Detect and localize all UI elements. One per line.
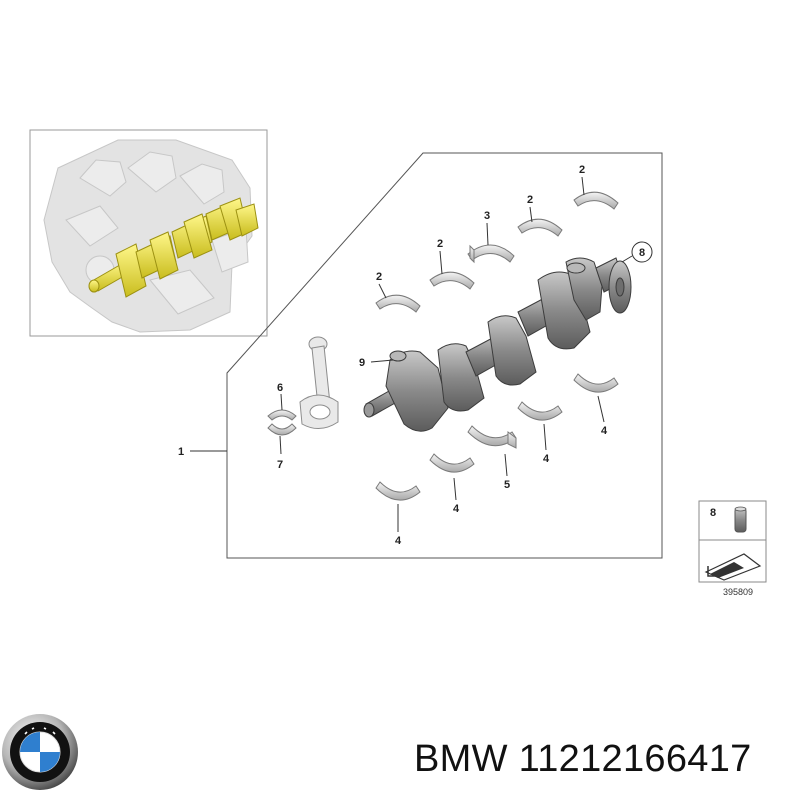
crank-web [385,350,449,432]
callout-2: 2 [437,238,443,250]
highlighted-crankshaft [88,197,259,298]
connecting-rod [299,336,339,429]
bearing-shell-upper [517,218,563,237]
callout-5: 5 [504,479,510,491]
crankshaft [363,257,632,432]
engine-overview-inset [29,129,268,337]
dowel-pin-icon [734,506,747,533]
callout-leader-9 [370,359,394,363]
callout-3: 3 [484,210,490,222]
thrust-bearing-lower [467,425,517,447]
crank-web [565,257,603,321]
callout-2: 2 [579,164,585,176]
callout-7: 7 [277,459,283,471]
drawing-number: 395809 [723,587,753,597]
bearing-shell-lower [375,481,421,501]
lower-bearing-leaders [397,395,605,532]
bearing-shell-lower [517,401,563,421]
thrust-bearing-lower [507,431,517,449]
callout-leader-6 [280,393,283,411]
bearing-shell-upper [573,191,619,210]
conrod-bearing-lower [267,423,297,436]
lower-bearing-shells [375,373,619,501]
bmw-logo [2,714,78,790]
upper-bearing-leaders [378,176,585,299]
exploded-view-frame [226,152,663,559]
callout-4: 4 [601,425,608,437]
bearing-shell-upper [429,271,475,290]
callout-8-circle [631,241,653,263]
callout-leader-8 [621,255,633,263]
wedge-arrow-icon [704,553,762,581]
thrust-bearing-upper [469,244,475,264]
legend-box: 8 395809 [698,500,767,597]
callout-4: 4 [395,535,402,547]
bearing-shell-lower [573,373,619,393]
callout-2: 2 [527,194,533,206]
bearing-shell-lower [429,453,475,473]
legend-part-number: 8 [710,507,716,519]
callout-4: 4 [453,503,460,515]
crank-web [487,315,537,386]
callout-9: 9 [359,357,365,369]
part-number-caption: BMW 11212166417 [414,738,752,780]
thrust-bearing-upper [467,244,515,263]
callout-1: 1 [178,446,184,458]
callout-leader-7 [279,435,282,455]
conrod-bearing-shells [267,409,297,436]
callout-4: 4 [543,453,550,465]
conrod-bearing-upper [267,409,297,421]
upper-bearing-shells [375,191,619,313]
callout-6: 6 [277,382,283,394]
callout-8: 8 [639,247,645,259]
bearing-shell-upper [375,294,421,313]
callout-2: 2 [376,271,382,283]
